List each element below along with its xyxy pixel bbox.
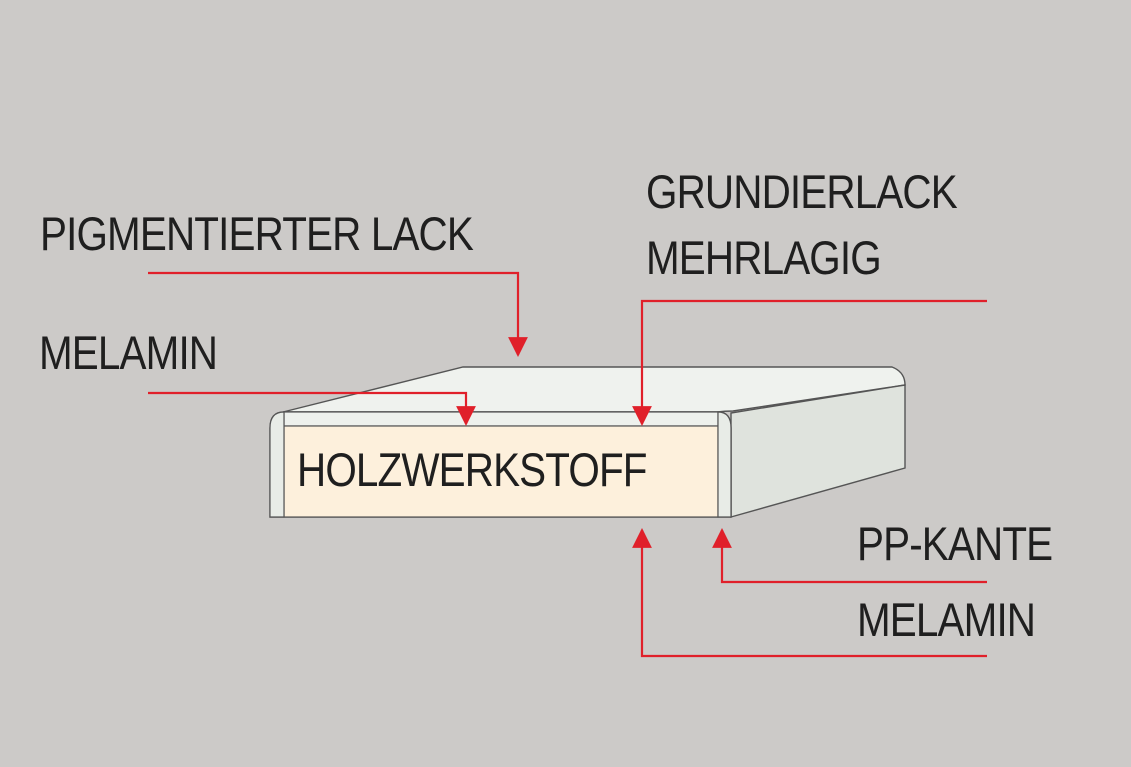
leader-line-grundierlack <box>632 299 987 426</box>
leader-line-pp-kante <box>712 528 987 584</box>
label-core-holzwerkstoff: HOLZWERKSTOFF <box>297 443 647 496</box>
leader-line-melamin-top <box>148 391 476 426</box>
pp-edge-left <box>269 411 285 518</box>
label-grundierlack-line2: MEHRLAGIG <box>646 231 882 284</box>
label-melamin-top: MELAMIN <box>39 326 218 379</box>
label-pp-kante: PP-KANTE <box>857 517 1053 570</box>
label-grundierlack-line1: GRUNDIERLACK <box>646 165 958 218</box>
label-pigmentierter-lack: PIGMENTIERTER LACK <box>40 207 474 260</box>
label-melamin-bottom: MELAMIN <box>857 593 1036 646</box>
pp-edge-right <box>717 411 732 518</box>
leader-line-melamin-bottom <box>632 528 987 658</box>
leader-line-pigmentierter-lack <box>148 271 528 357</box>
melamine-top-layer <box>283 411 719 427</box>
